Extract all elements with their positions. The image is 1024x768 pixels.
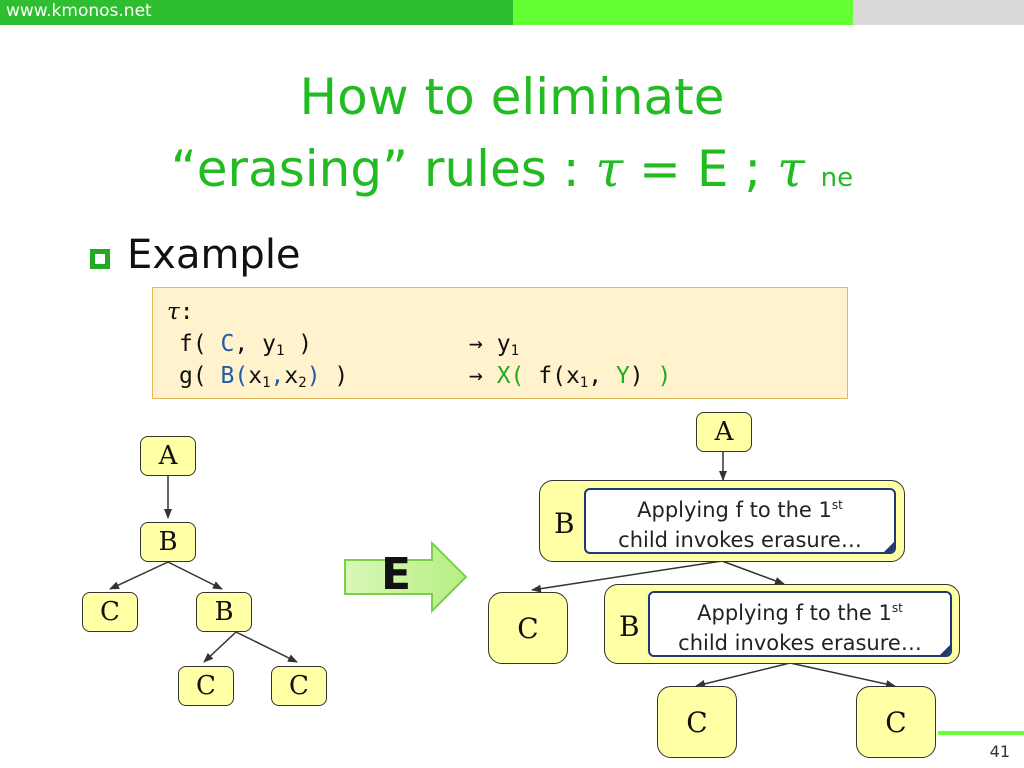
left-node-a: A <box>140 436 196 476</box>
top-bar: www.kmonos.net <box>0 0 1024 25</box>
slide-title-line1: How to eliminate <box>299 68 725 126</box>
bullet-square-icon <box>90 249 110 269</box>
left-node-c3: C <box>271 666 327 706</box>
left-node-b2: B <box>196 592 252 632</box>
code-c: C <box>220 331 235 357</box>
top-bar-segment-gray <box>853 0 1024 25</box>
code-colon: : <box>179 299 194 325</box>
top-bar-segment-green <box>0 0 513 25</box>
right-node-b2: B Applying f to the 1st child invokes er… <box>604 584 960 664</box>
top-bar-segment-lime <box>513 0 853 25</box>
code-rule2-rhs: → X( f(x1, Y) ) <box>469 363 672 391</box>
transform-arrow-icon <box>344 540 468 614</box>
right-node-c3: C <box>856 686 936 758</box>
title-tau-symbol: τ <box>595 140 624 198</box>
code-tau-line: τ: <box>167 298 194 326</box>
erasure-callout-1: Applying f to the 1st child invokes eras… <box>584 488 896 554</box>
left-node-b: B <box>140 522 196 562</box>
code-tau: τ <box>167 299 180 325</box>
erasure-callout-2: Applying f to the 1st child invokes eras… <box>648 591 952 657</box>
title-mid: = E ; <box>623 140 778 198</box>
code-rule1-lhs: f( C, y1 ) <box>179 331 313 359</box>
title-subscript: ne <box>820 163 854 193</box>
right-node-a: A <box>696 412 752 452</box>
right-node-b2-label: B <box>619 610 640 643</box>
page-number: 41 <box>989 742 1010 761</box>
code-arrow: → <box>469 331 483 357</box>
code-rule2-lhs: g( B(x1,x2) ) <box>179 363 349 391</box>
footer-accent-line <box>938 731 1024 735</box>
right-node-b1-label: B <box>554 507 575 540</box>
title-tau-symbol-2: τ <box>777 140 805 198</box>
left-node-c1: C <box>82 592 138 632</box>
code-box: τ: f( C, y1 ) → y1 g( B(x1,x2) ) → X( f(… <box>152 287 848 399</box>
left-node-c2: C <box>178 666 234 706</box>
site-url: www.kmonos.net <box>6 1 152 21</box>
right-node-c1: C <box>488 592 568 664</box>
transform-label: E <box>381 549 412 600</box>
code-rule1-rhs: → y1 <box>469 331 519 359</box>
slide-title-line2: “erasing” rules : τ = E ; τ ne <box>0 140 1024 198</box>
right-node-b1: B Applying f to the 1st child invokes er… <box>539 480 905 562</box>
bullet-example: Example <box>127 232 301 278</box>
title-prefix: “erasing” rules : <box>170 140 596 198</box>
right-node-c2: C <box>657 686 737 758</box>
